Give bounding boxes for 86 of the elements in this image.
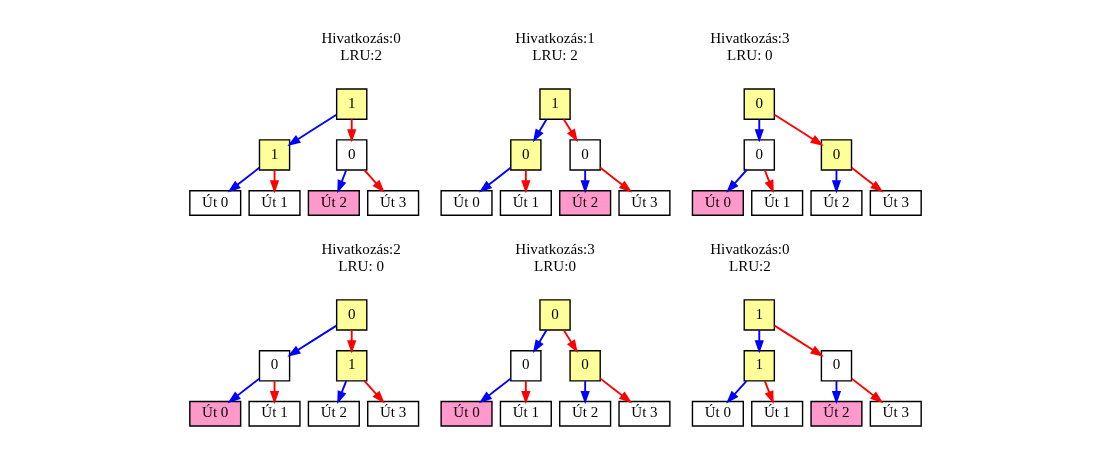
node-box: Út 3 bbox=[869, 190, 922, 216]
arrow bbox=[562, 329, 578, 353]
node-box: 1 bbox=[743, 350, 775, 382]
arrow bbox=[532, 118, 548, 143]
node-box: 0 bbox=[820, 350, 852, 382]
arrow bbox=[478, 377, 511, 404]
arrow bbox=[598, 377, 632, 404]
node-box: Út 3 bbox=[366, 400, 419, 427]
node-box: Út 1 bbox=[499, 400, 552, 427]
node-label: LRU:0 bbox=[533, 257, 576, 274]
node-box: Út 2 bbox=[307, 190, 360, 216]
arrow bbox=[363, 169, 385, 193]
node-box: Út 1 bbox=[499, 190, 552, 216]
node-box: Út 0 bbox=[188, 190, 241, 216]
node-box: Út 2 bbox=[809, 190, 863, 216]
arrow bbox=[773, 113, 824, 146]
arrow bbox=[227, 166, 260, 193]
node-box: Út 2 bbox=[809, 400, 863, 427]
node-box: 0 bbox=[568, 139, 601, 171]
node-box: Út 1 bbox=[247, 190, 301, 216]
node-label: Hivatkozás:0 bbox=[320, 29, 401, 46]
arrow bbox=[850, 377, 883, 404]
arrow bbox=[754, 329, 764, 354]
node-box: Út 2 bbox=[307, 400, 360, 427]
arrow bbox=[363, 380, 385, 404]
arrow bbox=[532, 329, 548, 353]
arrow bbox=[763, 169, 774, 194]
node-box: 0 bbox=[335, 299, 367, 331]
arrow bbox=[725, 380, 747, 404]
node-box: Út 2 bbox=[558, 190, 611, 216]
node-box: 0 bbox=[509, 139, 542, 171]
node-box: Út 0 bbox=[439, 190, 493, 216]
node-label: Hivatkozás:0 bbox=[709, 240, 790, 257]
arrow bbox=[562, 118, 578, 143]
arrow bbox=[520, 380, 530, 405]
node-box: 0 bbox=[258, 350, 290, 382]
node-box: Út 0 bbox=[439, 400, 493, 427]
node-label: Hivatkozás:3 bbox=[709, 29, 790, 46]
arrow bbox=[336, 380, 347, 405]
node-box: 0 bbox=[335, 139, 367, 171]
node-box: 0 bbox=[568, 350, 601, 382]
arrow bbox=[336, 169, 347, 194]
node-label: LRU:2 bbox=[339, 46, 382, 63]
node-box: Út 3 bbox=[617, 400, 671, 427]
node-box: Út 1 bbox=[750, 190, 803, 216]
node-label: LRU:2 bbox=[728, 257, 771, 274]
arrow bbox=[346, 118, 356, 143]
node-box: Út 1 bbox=[750, 400, 803, 427]
arrow bbox=[754, 118, 764, 143]
node-box: 0 bbox=[743, 139, 775, 171]
arrow bbox=[478, 166, 511, 193]
node-box: Út 0 bbox=[691, 400, 744, 427]
node-box: 0 bbox=[743, 88, 775, 120]
node-box: 1 bbox=[538, 88, 571, 120]
arrow bbox=[580, 380, 590, 405]
node-box: Út 2 bbox=[558, 400, 611, 427]
node-label: Hivatkozás:3 bbox=[514, 240, 595, 257]
node-box: 1 bbox=[335, 350, 367, 382]
node-label: LRU: 0 bbox=[337, 257, 384, 274]
arrow bbox=[580, 169, 590, 194]
arrow bbox=[346, 329, 356, 354]
node-label: LRU: 0 bbox=[726, 46, 773, 63]
arrow bbox=[725, 169, 747, 193]
node-box: 0 bbox=[509, 350, 542, 382]
arrow bbox=[773, 324, 824, 357]
node-label: Hivatkozás:2 bbox=[320, 240, 401, 257]
node-box: 1 bbox=[335, 88, 367, 120]
node-box: 1 bbox=[743, 299, 775, 331]
node-box: Út 1 bbox=[247, 400, 301, 427]
arrow bbox=[227, 377, 260, 404]
arrow bbox=[850, 166, 883, 193]
node-box: 1 bbox=[258, 139, 290, 171]
arrow bbox=[286, 324, 337, 357]
node-box: Út 3 bbox=[366, 190, 419, 216]
arrow bbox=[520, 169, 530, 194]
node-box: Út 3 bbox=[869, 400, 922, 427]
node-box: Út 0 bbox=[188, 400, 241, 427]
arrow bbox=[763, 380, 774, 405]
node-box: 0 bbox=[820, 139, 852, 171]
node-box: 0 bbox=[538, 299, 571, 331]
node-label: LRU: 2 bbox=[531, 46, 578, 63]
node-box: Út 3 bbox=[617, 190, 671, 216]
arrow bbox=[286, 113, 337, 146]
arrow bbox=[598, 166, 632, 193]
node-label: Hivatkozás:1 bbox=[514, 29, 595, 46]
node-box: Út 0 bbox=[691, 190, 744, 216]
